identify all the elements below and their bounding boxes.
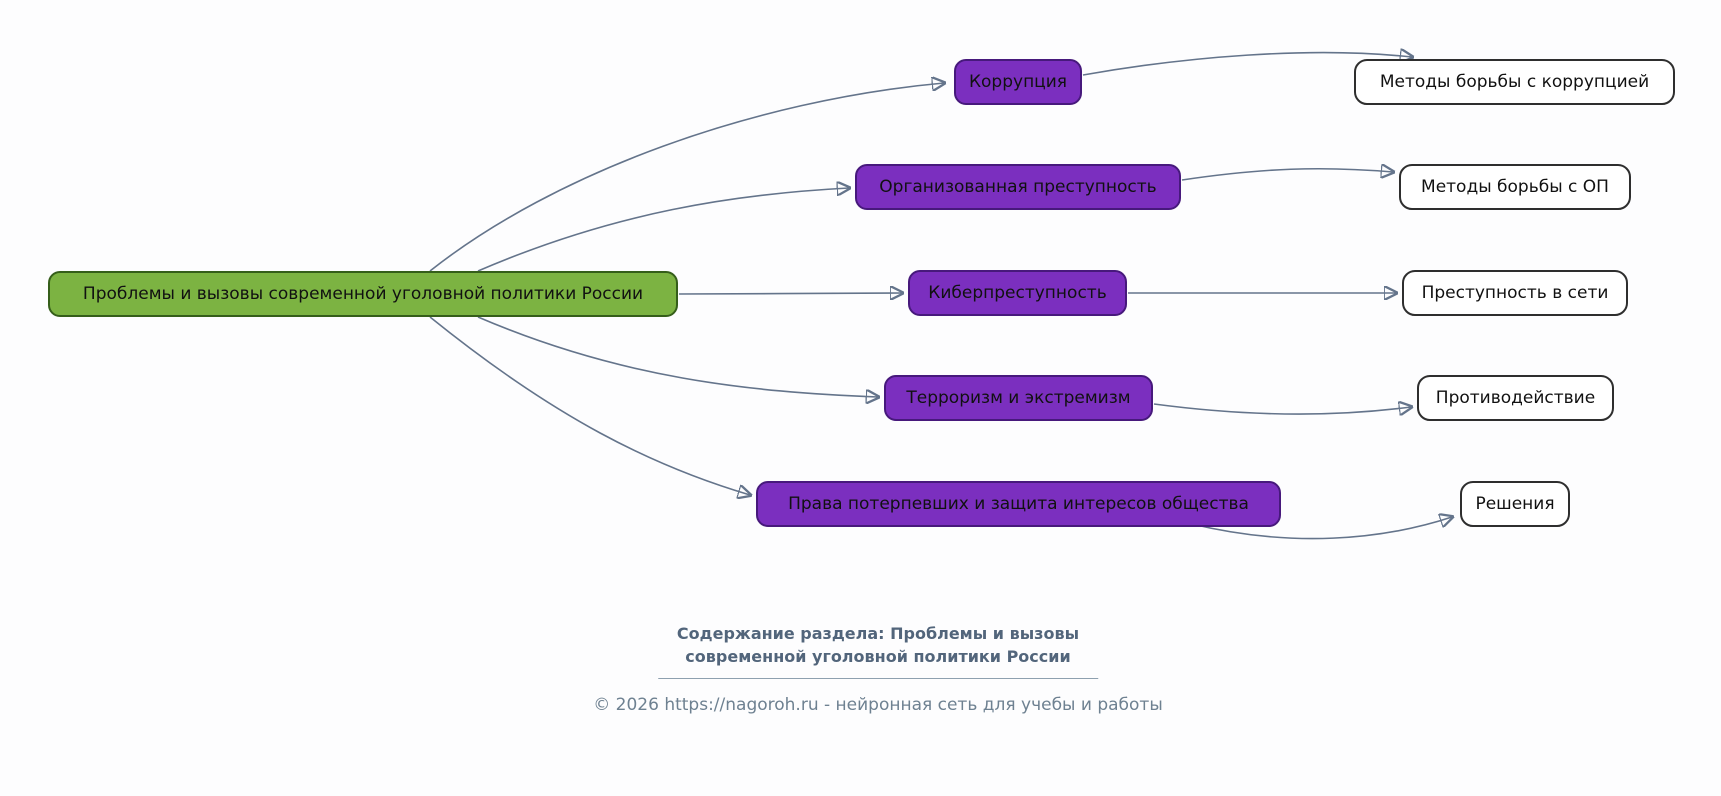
edge-root-to-topic-5 bbox=[429, 316, 750, 495]
node-topic-label: Организованная преступность bbox=[879, 177, 1157, 197]
footer-divider bbox=[657, 678, 1098, 680]
node-root: Проблемы и вызовы современной уголовной … bbox=[48, 271, 678, 317]
footer: Содержание раздела: Проблемы и вызовы со… bbox=[593, 622, 1163, 715]
node-detail-net-crime: Преступность в сети bbox=[1402, 270, 1628, 316]
node-topic-label: Права потерпевших и защита интересов общ… bbox=[788, 494, 1249, 514]
edge-topic-4-to-detail-4 bbox=[1153, 404, 1411, 414]
node-topic-label: Киберпреступность bbox=[928, 283, 1107, 303]
node-detail-anticorruption-methods: Методы борьбы с коррупцией bbox=[1354, 59, 1675, 105]
node-topic-victims-rights: Права потерпевших и защита интересов общ… bbox=[756, 481, 1281, 527]
node-topic-label: Коррупция bbox=[968, 72, 1068, 92]
node-root-label: Проблемы и вызовы современной уголовной … bbox=[82, 284, 644, 304]
edge-root-to-topic-2 bbox=[477, 188, 849, 272]
node-detail-solutions: Решения bbox=[1460, 481, 1570, 527]
node-topic-cybercrime: Киберпреступность bbox=[908, 270, 1127, 316]
node-topic-terrorism: Терроризм и экстремизм bbox=[884, 375, 1153, 421]
node-detail-counteraction: Противодействие bbox=[1417, 375, 1614, 421]
edge-root-to-topic-4 bbox=[477, 316, 878, 397]
node-detail-label: Преступность в сети bbox=[1421, 283, 1609, 303]
section-title-line-1: Содержание раздела: Проблемы и вызовы bbox=[676, 624, 1080, 643]
node-detail-label: Методы борьбы с коррупцией bbox=[1379, 72, 1650, 92]
node-detail-label: Методы борьбы с ОП bbox=[1421, 177, 1609, 197]
node-detail-org-crime-methods: Методы борьбы с ОП bbox=[1399, 164, 1631, 210]
node-topic-label: Терроризм и экстремизм bbox=[906, 388, 1131, 408]
node-detail-label: Решения bbox=[1475, 494, 1555, 514]
node-topic-organized-crime: Организованная преступность bbox=[855, 164, 1181, 210]
section-title-line-2: современной уголовной политики России bbox=[685, 647, 1071, 667]
copyright-text: © 2026 https://nagoroh.ru - нейронная се… bbox=[593, 695, 1163, 716]
edge-topic-2-to-detail-2 bbox=[1181, 169, 1393, 181]
node-detail-label: Противодействие bbox=[1435, 388, 1596, 408]
node-topic-corruption: Коррупция bbox=[954, 59, 1082, 105]
section-title: Содержание раздела: Проблемы и вызовы со… bbox=[593, 622, 1163, 668]
edge-root-to-topic-3 bbox=[678, 293, 902, 294]
